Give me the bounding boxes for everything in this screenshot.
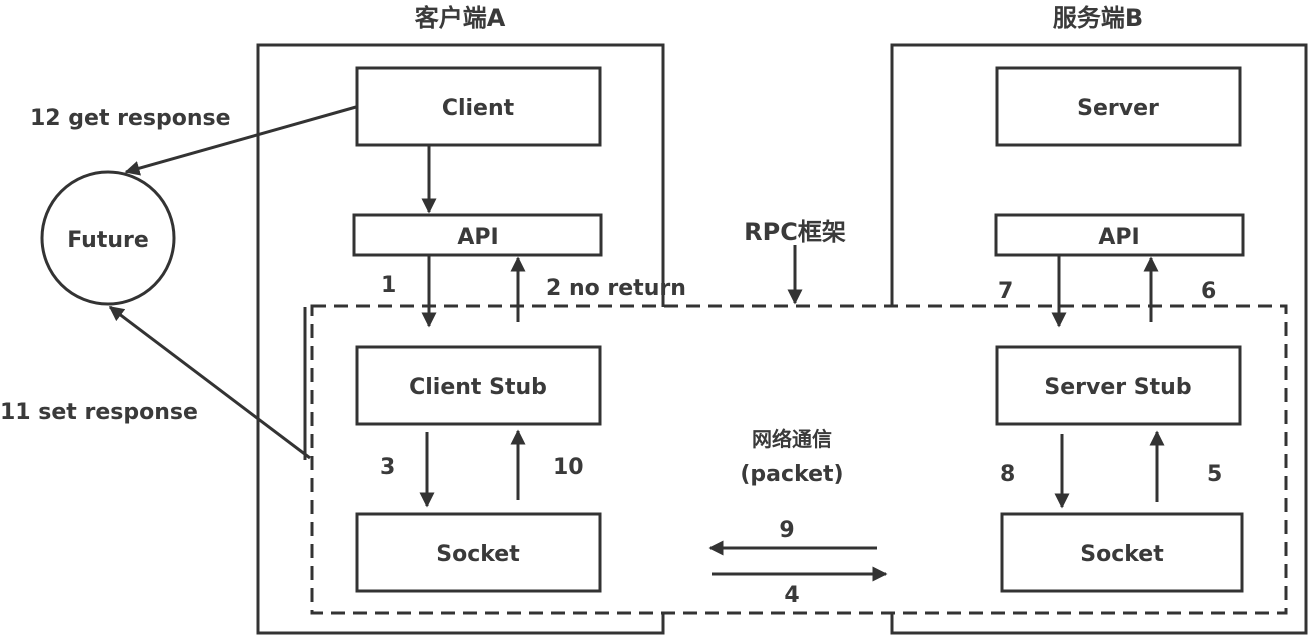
server-stub-label: Server Stub xyxy=(1044,375,1191,400)
network-label: 网络通信 xyxy=(752,427,832,451)
rpc-framework-label: RPC框架 xyxy=(744,218,846,246)
client-socket-label: Socket xyxy=(436,542,520,567)
client-socket-box xyxy=(355,512,602,593)
server-socket-box xyxy=(1000,512,1244,593)
server-api-label: API xyxy=(1098,225,1139,250)
step-5-label: 5 xyxy=(1207,462,1222,487)
server-side-title: 服务端B xyxy=(1053,4,1143,32)
rpc-framework-boundary xyxy=(310,304,1288,615)
step-7-label: 7 xyxy=(998,279,1013,304)
client-label: Client xyxy=(442,96,515,121)
server-box xyxy=(995,66,1242,147)
server-socket-label: Socket xyxy=(1080,542,1164,567)
client-stub-box xyxy=(355,345,602,426)
client-api-label: API xyxy=(457,225,498,250)
client-frame xyxy=(256,43,665,635)
step-12-label: 12 get response xyxy=(30,106,231,131)
step-12-arrow xyxy=(124,105,357,176)
server-label: Server xyxy=(1077,96,1159,121)
client-stub-label: Client Stub xyxy=(409,375,547,400)
packet-label: (packet) xyxy=(740,462,843,487)
step-2-label: 2 no return xyxy=(546,276,686,301)
step-11-arrow xyxy=(108,305,311,460)
step-9-label: 9 xyxy=(779,518,794,543)
step-8-label: 8 xyxy=(1000,462,1015,487)
server-frame xyxy=(890,43,1308,635)
step-10-label: 10 xyxy=(553,455,584,480)
step-1-label: 1 xyxy=(381,273,396,298)
step-6-label: 6 xyxy=(1201,279,1216,304)
step-4-label: 4 xyxy=(784,583,799,608)
server-api-box xyxy=(994,213,1245,257)
client-api-box xyxy=(352,213,603,257)
client-box xyxy=(355,66,602,147)
future-label: Future xyxy=(67,228,149,253)
server-stub-box xyxy=(995,345,1242,426)
client-side-title: 客户端A xyxy=(415,4,506,32)
step-3-label: 3 xyxy=(380,455,395,480)
step-11-label: 11 set response xyxy=(0,400,198,425)
future-node xyxy=(40,170,176,306)
